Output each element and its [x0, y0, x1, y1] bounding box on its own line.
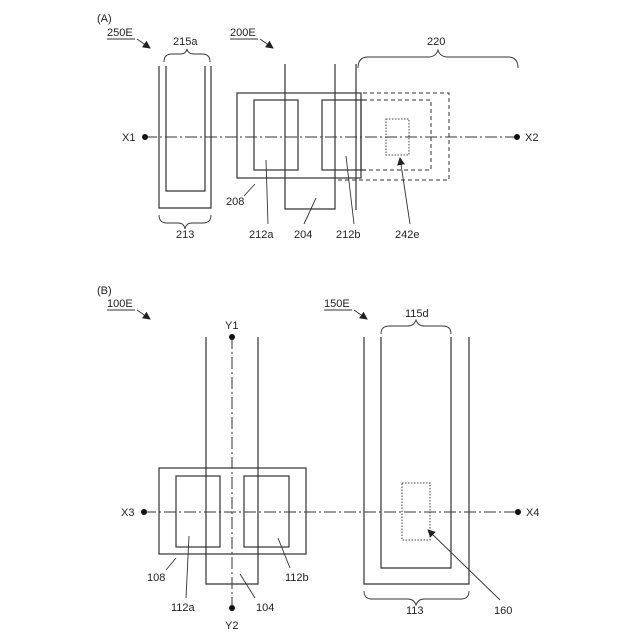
brace-113 [364, 591, 469, 605]
label-200e: 200E [230, 27, 256, 39]
leader-112a [186, 536, 189, 598]
arrow-250e [137, 39, 150, 48]
leader-112b [278, 538, 290, 568]
leader-104 [240, 574, 255, 598]
arrow-100e [137, 310, 150, 319]
label-250e: 250E [107, 27, 133, 39]
arrow-200e [260, 39, 273, 48]
label-160: 160 [494, 605, 512, 617]
point-y2 [229, 605, 235, 611]
panel-a-label: (A) [97, 13, 112, 25]
u-shape-150e-outer [364, 337, 469, 584]
label-212b: 212b [336, 229, 360, 241]
brace-215a [164, 49, 210, 62]
label-204: 204 [294, 229, 312, 241]
label-242e: 242e [395, 229, 419, 241]
point-x3 [141, 509, 147, 515]
label-108: 108 [147, 572, 165, 584]
label-112a: 112a [171, 602, 196, 614]
arrow-150e [354, 310, 367, 319]
label-x2: X2 [525, 132, 538, 144]
brace-213 [159, 215, 211, 229]
region-208 [237, 93, 361, 178]
panel-b-label: (B) [97, 285, 112, 297]
label-100e: 100E [107, 298, 133, 310]
label-213: 213 [176, 229, 194, 241]
point-x1 [142, 134, 148, 140]
label-212a: 212a [249, 229, 274, 241]
point-y1 [229, 334, 235, 340]
electrode-212b-solid [322, 100, 361, 170]
panel-b: (B) 100E 150E 115d Y1 Y2 X3 X4 [97, 285, 539, 632]
label-y2: Y2 [225, 620, 238, 632]
point-x2 [514, 134, 520, 140]
electrode-212a [254, 100, 298, 170]
brace-115d [381, 320, 451, 334]
point-x4 [515, 509, 521, 515]
leader-212b [346, 156, 354, 224]
label-150e: 150E [324, 298, 350, 310]
leader-208 [244, 184, 255, 196]
label-y1: Y1 [225, 320, 238, 332]
u-shape-150e-inner [381, 337, 451, 568]
label-112b: 112b [285, 572, 309, 584]
label-x1: X1 [122, 132, 135, 144]
label-220: 220 [427, 36, 445, 48]
label-x3: X3 [121, 507, 134, 519]
label-104: 104 [256, 602, 274, 614]
arrow-242e [400, 158, 410, 224]
leader-204 [304, 198, 316, 224]
arrow-160 [428, 530, 500, 600]
panel-a: (A) 250E 200E 215a 220 213 [97, 13, 538, 241]
label-215a: 215a [173, 36, 198, 48]
region-220-inner [335, 100, 431, 170]
label-115d: 115d [405, 308, 429, 320]
label-113: 113 [406, 605, 424, 617]
label-208: 208 [226, 196, 244, 208]
leader-108 [166, 558, 176, 570]
u-shape-250e-inner [166, 66, 205, 191]
label-x4: X4 [526, 507, 539, 519]
brace-220 [358, 50, 518, 68]
